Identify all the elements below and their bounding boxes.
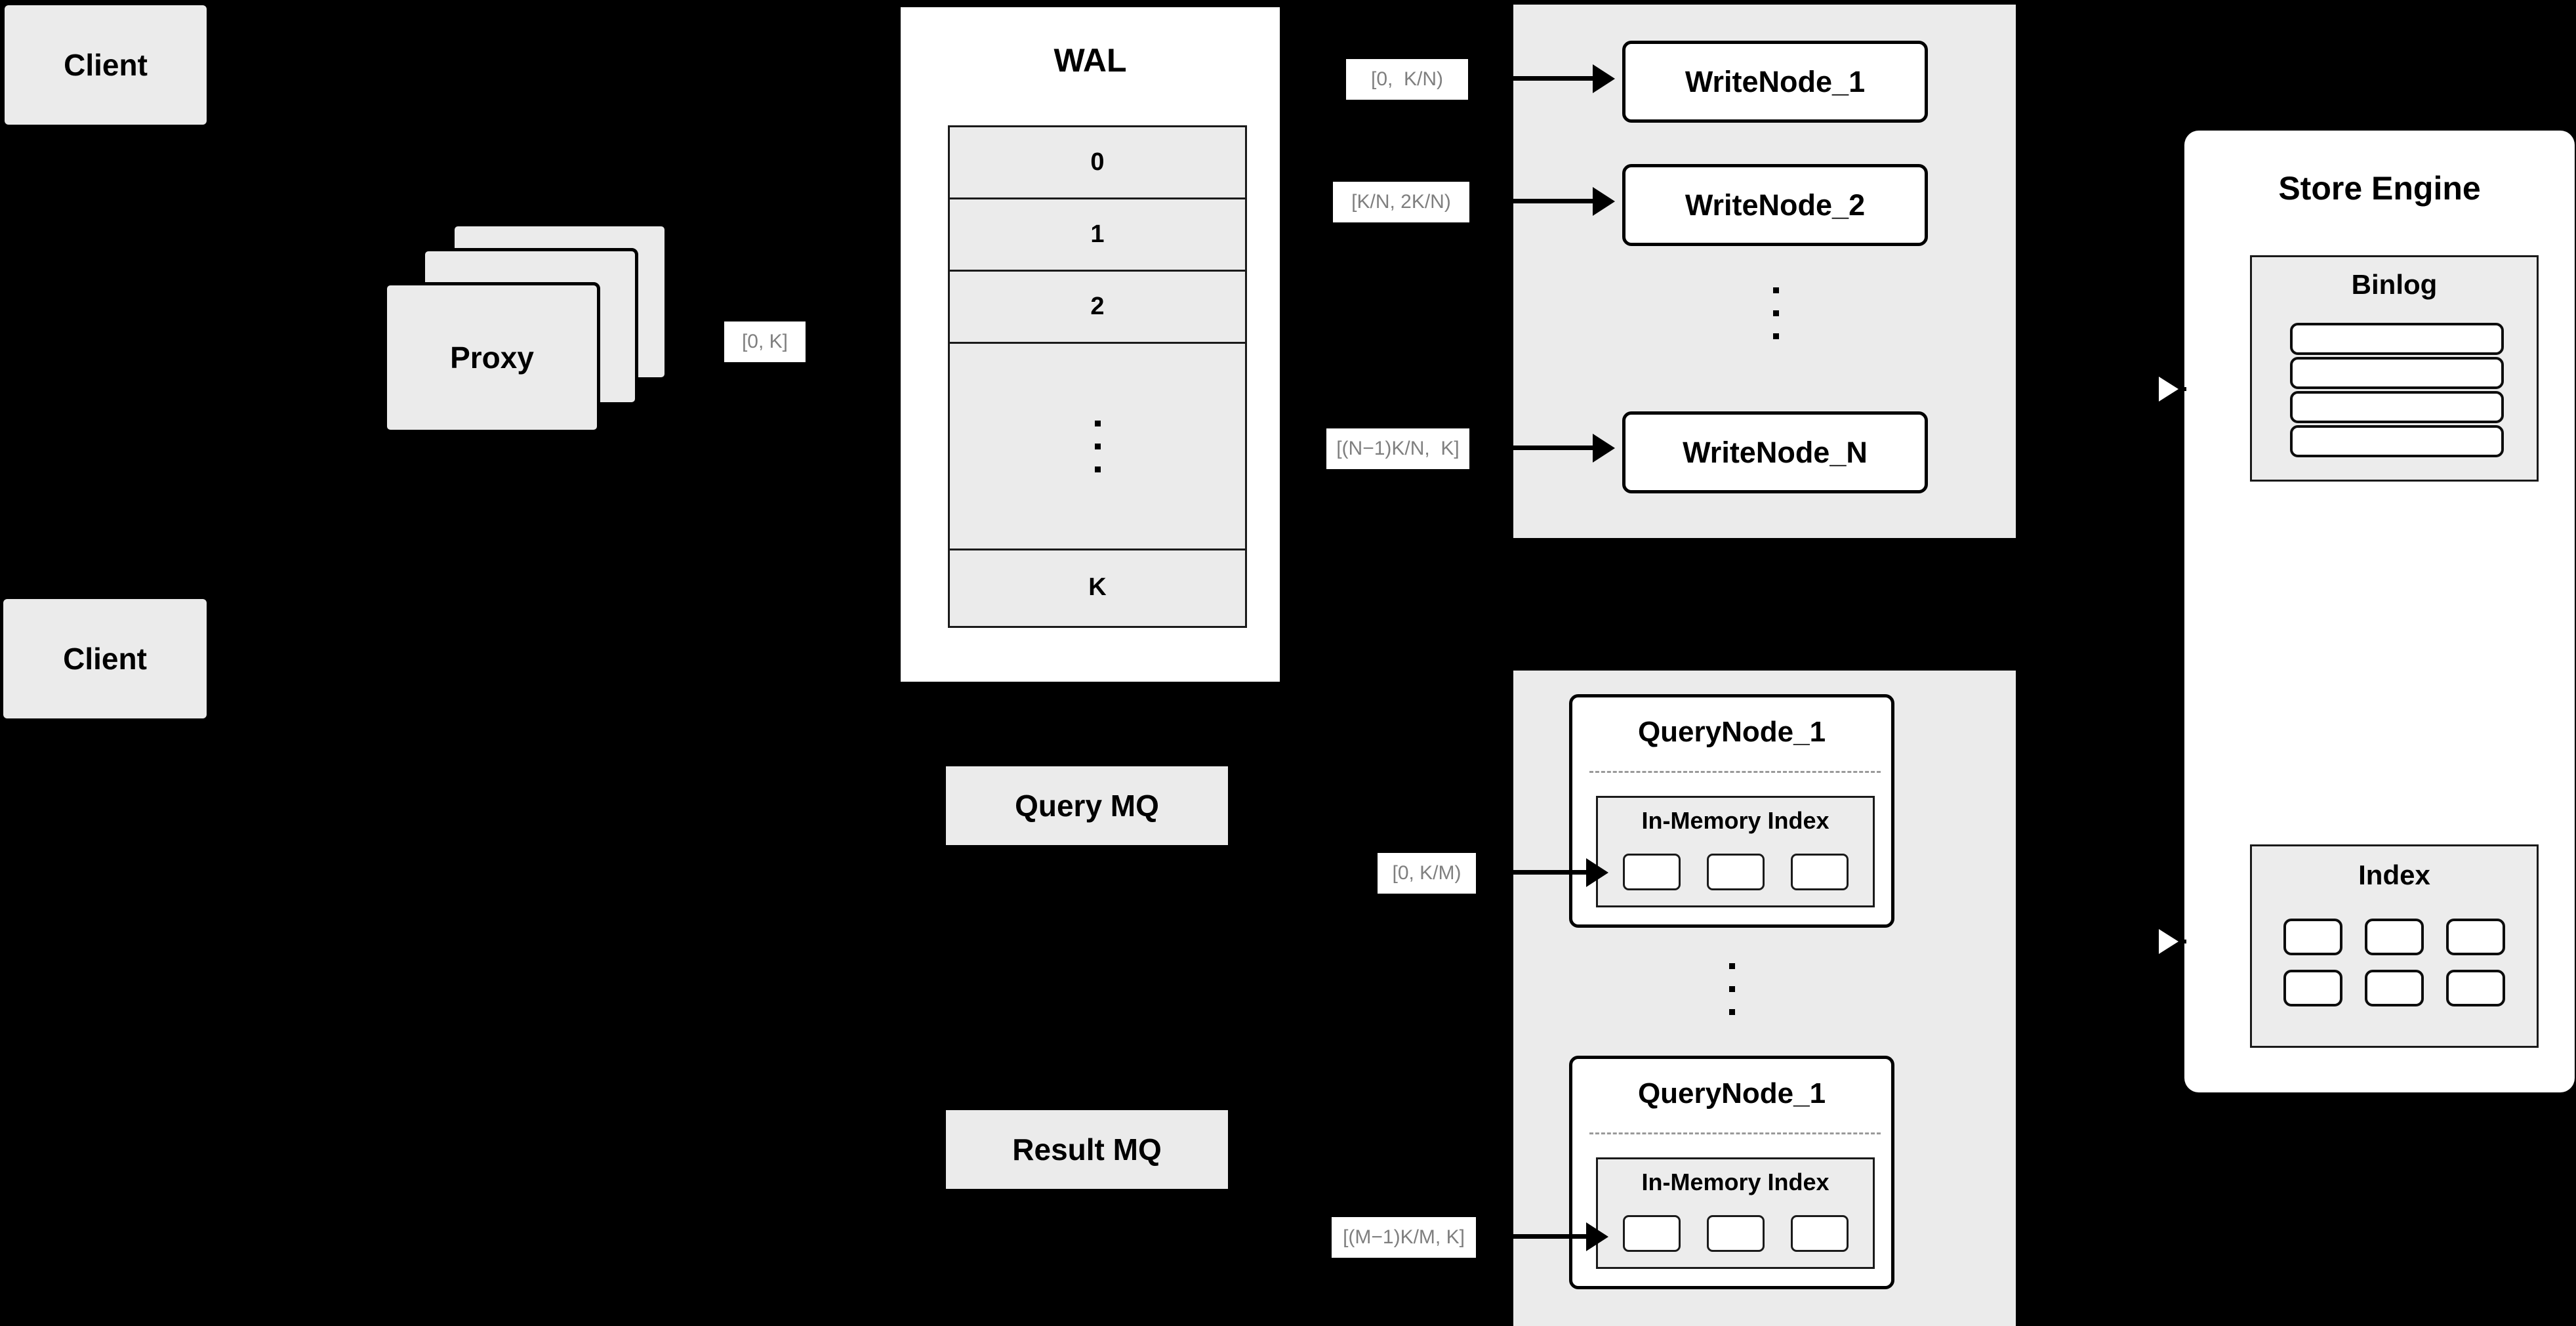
in-memory-index-label: In-Memory Index	[1641, 807, 1830, 834]
arrow-head-query-node-1	[1586, 858, 1608, 887]
tag-proxy-to-wal: [0, K]	[724, 321, 806, 362]
index-slot	[1623, 854, 1681, 890]
wal-row: K	[1088, 573, 1107, 601]
arrow-to-write-node-2	[1473, 199, 1594, 203]
store-engine-panel: Store Engine Binlog Index	[2184, 131, 2575, 1092]
query-node-separator	[1589, 1132, 1881, 1134]
wal-row: 0	[950, 127, 1245, 199]
wal-row: 1	[950, 199, 1245, 272]
index-slot	[1623, 1215, 1681, 1252]
index-slot	[2446, 970, 2505, 1006]
index-slot	[1707, 1215, 1765, 1252]
index-slot	[2365, 970, 2424, 1006]
binlog-row	[2290, 391, 2504, 423]
wal-title: WAL	[1053, 42, 1127, 79]
query-node-label: QueryNode_1	[1637, 1077, 1826, 1109]
index-slot	[1791, 854, 1849, 890]
write-cluster-ellipsis	[1746, 274, 1805, 352]
query-node-label: QueryNode_1	[1637, 716, 1826, 748]
wal-row-ellipsis	[950, 344, 1245, 550]
write-cluster-container: WriteNode_1 WriteNode_2 WriteNode_N	[1513, 5, 2016, 538]
binlog-box: Binlog	[2250, 255, 2539, 482]
client-label: Client	[64, 47, 148, 82]
query-cluster-container: QueryNode_1 In-Memory Index QueryNode_1 …	[1513, 671, 2016, 1326]
index-slot	[2365, 919, 2424, 955]
arrow-head-binlog	[2159, 373, 2185, 405]
query-node-m[interactable]: QueryNode_1 In-Memory Index	[1569, 1056, 1894, 1289]
wal-row: 2	[950, 272, 1245, 344]
query-cluster-ellipsis	[1702, 946, 1761, 1031]
binlog-row	[2290, 357, 2504, 389]
in-memory-index-box: In-Memory Index	[1596, 796, 1875, 907]
write-node-1[interactable]: WriteNode_1	[1622, 41, 1928, 123]
client-box-top[interactable]: Client	[5, 5, 207, 125]
index-box: Index	[2250, 844, 2539, 1048]
query-node-1[interactable]: QueryNode_1 In-Memory Index	[1569, 694, 1894, 928]
query-mq-label: Query MQ	[1015, 788, 1159, 823]
index-slot	[1707, 854, 1765, 890]
binlog-row	[2290, 323, 2504, 355]
arrow-to-write-node-1	[1473, 76, 1594, 81]
tag-write-node-1: [0, K/N)	[1346, 59, 1468, 100]
in-memory-index-label: In-Memory Index	[1641, 1169, 1830, 1195]
wal-panel: WAL 0 1 2 K	[897, 4, 1283, 685]
query-node-separator	[1589, 771, 1881, 773]
proxy-card-front[interactable]: Proxy	[384, 282, 600, 433]
arrow-to-query-node-1	[1479, 870, 1587, 875]
arrow-head-write-node-2	[1593, 187, 1615, 216]
result-mq-label: Result MQ	[1012, 1132, 1162, 1167]
binlog-row	[2290, 425, 2504, 457]
client-box-bottom[interactable]: Client	[3, 599, 207, 718]
write-node-label: WriteNode_2	[1685, 188, 1866, 222]
tag-query-node-m: [(M−1)K/M, K]	[1332, 1217, 1476, 1258]
result-mq-box[interactable]: Result MQ	[946, 1110, 1228, 1189]
arrow-head-write-node-1	[1593, 64, 1615, 93]
arrow-head-write-node-n	[1593, 434, 1615, 463]
write-node-label: WriteNode_1	[1685, 64, 1866, 98]
in-memory-index-box: In-Memory Index	[1596, 1157, 1875, 1269]
tag-write-node-n: [(N−1)K/N, K]	[1326, 428, 1469, 469]
index-slot	[2283, 919, 2342, 955]
arrow-to-write-node-n	[1473, 445, 1594, 450]
index-title: Index	[2358, 860, 2430, 890]
arrow-head-index	[2159, 926, 2185, 957]
arrow-head-query-node-m	[1586, 1222, 1608, 1251]
proxy-label: Proxy	[450, 340, 534, 375]
binlog-title: Binlog	[2351, 269, 2438, 300]
index-slot	[1791, 1215, 1849, 1252]
store-engine-title: Store Engine	[2278, 170, 2481, 207]
write-node-label: WriteNode_N	[1683, 435, 1868, 469]
arrow-to-query-node-m	[1479, 1234, 1587, 1239]
wal-entry-table: 0 1 2 K	[948, 125, 1247, 628]
tag-write-node-2: [K/N, 2K/N)	[1333, 182, 1469, 222]
tag-query-node-1: [0, K/M)	[1378, 853, 1476, 894]
write-node-n[interactable]: WriteNode_N	[1622, 411, 1928, 493]
query-mq-box[interactable]: Query MQ	[946, 766, 1228, 845]
write-node-2[interactable]: WriteNode_2	[1622, 164, 1928, 246]
index-slot	[2446, 919, 2505, 955]
client-label: Client	[63, 641, 147, 676]
index-slot	[2283, 970, 2342, 1006]
